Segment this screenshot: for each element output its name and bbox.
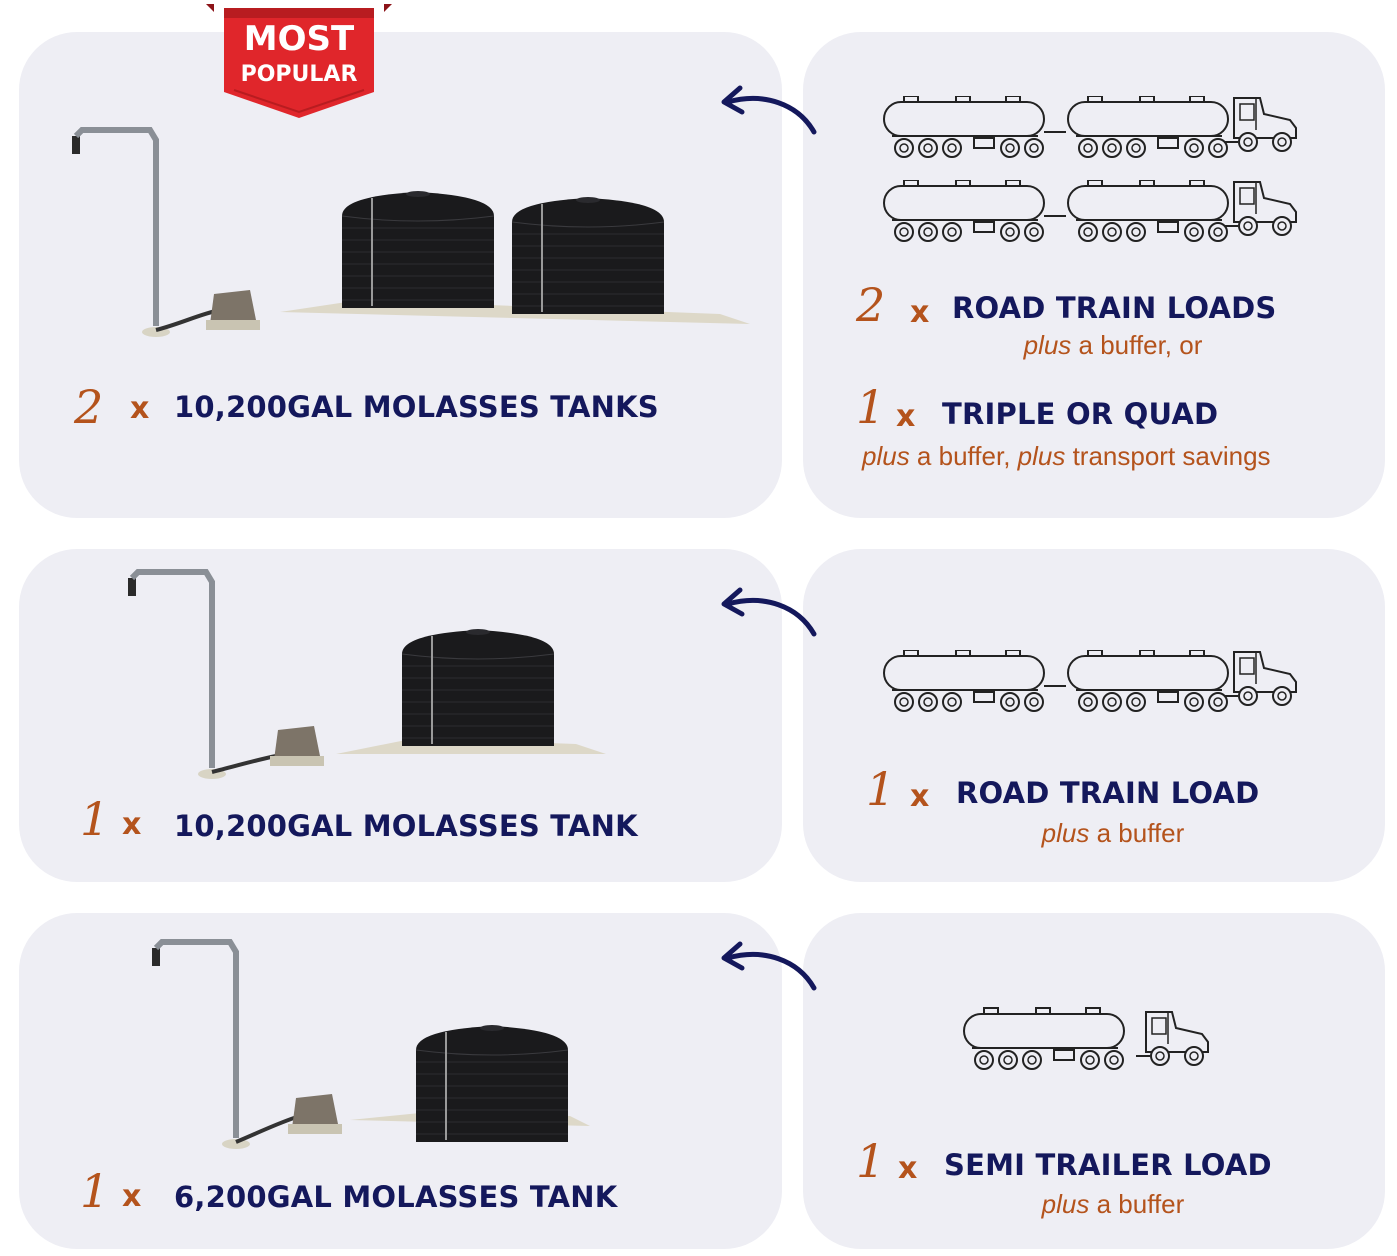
multiply-sign: x (910, 779, 930, 814)
delivery-subtitle: plus a buffer, plus transport savings (862, 441, 1271, 472)
product-card-small-tank (19, 913, 782, 1249)
quantity-numeral: 2 (856, 278, 886, 332)
multiply-sign: x (122, 807, 142, 842)
delivery-card-semi-trailer (803, 913, 1385, 1249)
stand-pipe-icon (128, 572, 226, 779)
quantity-numeral: 1 (856, 380, 886, 434)
delivery-card-two-road-trains (803, 32, 1385, 518)
multiply-sign: x (910, 295, 930, 330)
delivery-title: TRIPLE OR QUAD (942, 397, 1219, 431)
subtitle-text: a buffer (1089, 1189, 1185, 1219)
single-tank-setup-illustration (116, 566, 606, 796)
plus-text: plus (1041, 1189, 1090, 1219)
multiply-sign: x (122, 1179, 142, 1214)
road-train-truck-icon (882, 180, 1312, 246)
semi-trailer-truck-icon (963, 1007, 1209, 1070)
plus-text: plus (1023, 330, 1072, 360)
badge-line1: MOST (243, 19, 355, 59)
delivery-subtitle: plus a buffer (803, 1189, 1397, 1220)
delivery-title: SEMI TRAILER LOAD (944, 1148, 1272, 1182)
delivery-card-one-road-train (803, 549, 1385, 882)
subtitle-text: a buffer, or (1071, 330, 1203, 360)
multiply-sign: x (130, 391, 150, 426)
small-tank-setup-illustration (140, 936, 590, 1166)
most-popular-badge: MOST POPULAR (206, 4, 392, 122)
molasses-tank-icon (401, 628, 555, 747)
quantity-numeral: 1 (866, 762, 896, 816)
product-title: 10,200GAL MOLASSES TANKS (174, 390, 659, 424)
multiply-sign: x (896, 399, 916, 434)
product-title: 6,200GAL MOLASSES TANK (174, 1180, 618, 1214)
quantity-numeral: 2 (74, 380, 104, 434)
product-title: 10,200GAL MOLASSES TANK (174, 809, 638, 843)
plus-text: plus (1041, 818, 1090, 848)
molasses-tank-icon (511, 196, 665, 315)
road-train-truck-icon (882, 96, 1312, 162)
multiply-sign: x (898, 1151, 918, 1186)
subtitle-text: a buffer, (909, 441, 1018, 471)
quantity-numeral: 1 (80, 792, 110, 846)
pump-icon (206, 290, 260, 330)
two-tank-setup-illustration (60, 124, 750, 354)
curved-arrow-left-icon (718, 582, 828, 642)
delivery-title: ROAD TRAIN LOADS (952, 291, 1277, 325)
delivery-title: ROAD TRAIN LOAD (956, 776, 1260, 810)
stand-pipe-icon (152, 942, 250, 1149)
subtitle-text: transport savings (1065, 441, 1271, 471)
molasses-tank-icon (341, 190, 495, 309)
badge-line2: POPULAR (240, 62, 358, 87)
product-card-one-tank (19, 549, 782, 882)
ribbon-icon (206, 4, 392, 118)
quantity-numeral: 1 (80, 1164, 110, 1218)
road-train-truck-icon (882, 650, 1312, 716)
subtitle-text: a buffer (1089, 818, 1185, 848)
pump-icon (288, 1094, 342, 1134)
stand-pipe-icon (72, 130, 170, 337)
quantity-numeral: 1 (856, 1134, 886, 1188)
delivery-subtitle: plus a buffer, or (803, 330, 1397, 361)
curved-arrow-left-icon (718, 80, 828, 140)
pump-icon (270, 726, 324, 766)
plus-text: plus (862, 441, 910, 471)
curved-arrow-left-icon (718, 936, 828, 996)
molasses-tank-icon (415, 1024, 569, 1143)
plus-text: plus (1017, 441, 1066, 471)
delivery-subtitle: plus a buffer (803, 818, 1397, 849)
